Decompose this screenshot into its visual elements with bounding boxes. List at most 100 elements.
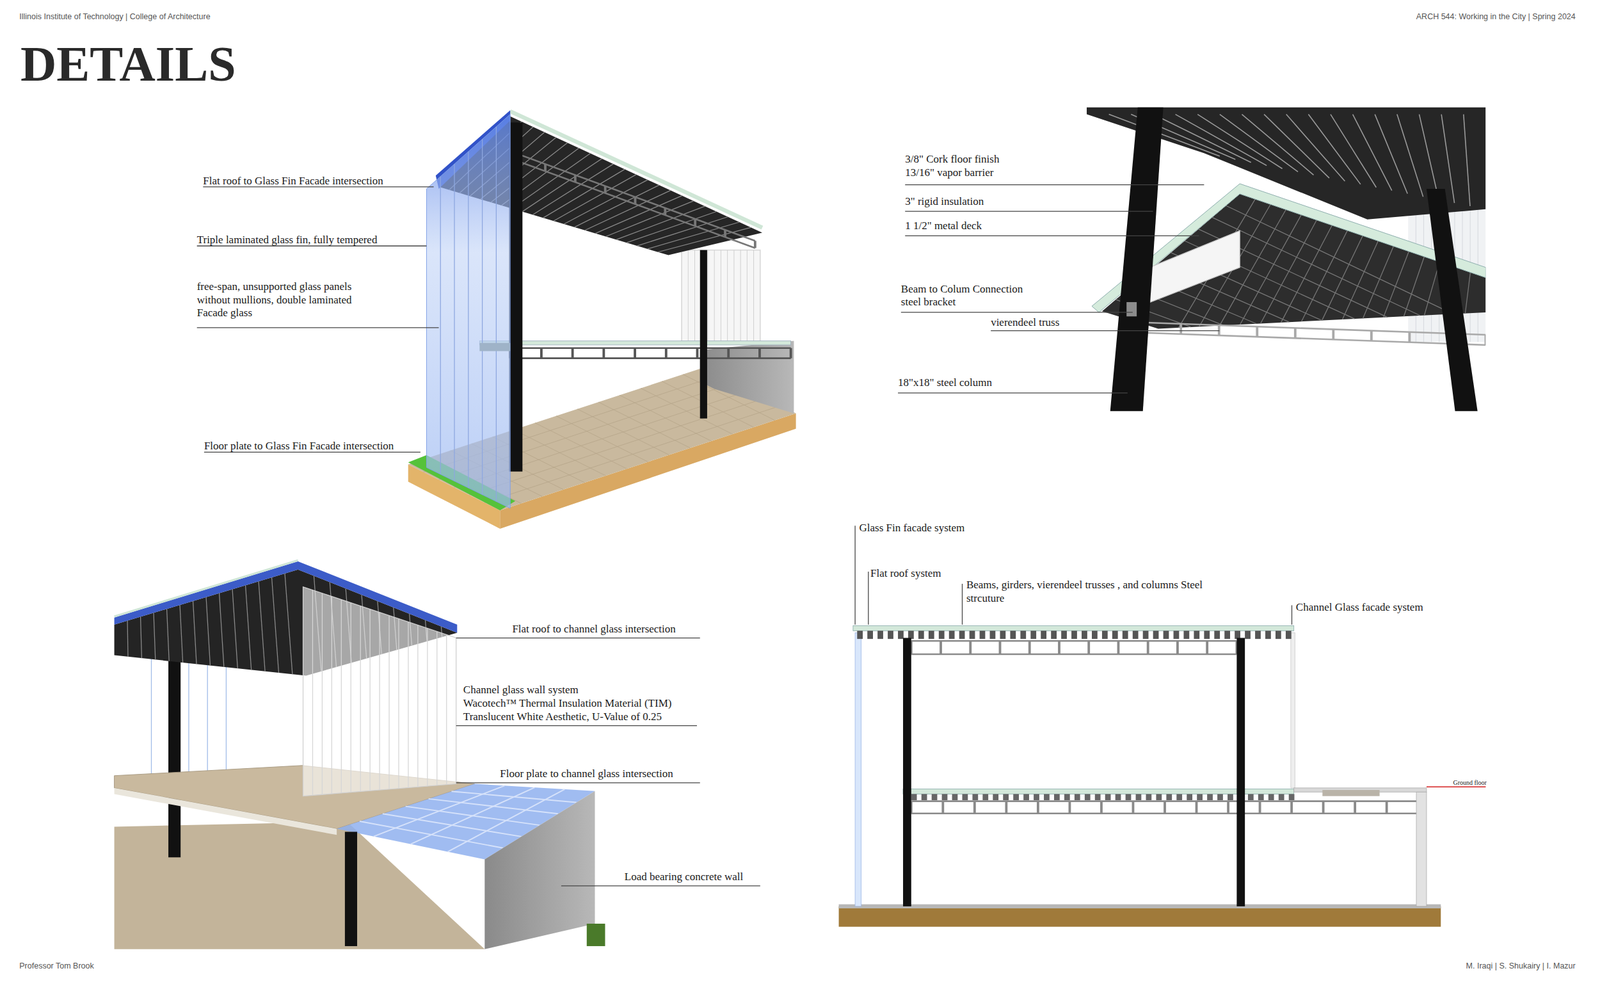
callout-label: Beams, girders, vierendeel trusses , and… <box>966 578 1216 605</box>
leader-line <box>904 235 1199 237</box>
roof-ribs-part <box>245 584 252 670</box>
roof-deck-part <box>949 630 955 639</box>
connection-detail <box>1086 106 1486 411</box>
vierendeel-truss-part <box>999 640 1002 655</box>
channel-glass <box>681 250 761 342</box>
channel-glass-lines-part <box>312 590 313 796</box>
roof-deck-part <box>1143 630 1149 639</box>
roof-ribs-part <box>1352 114 1392 191</box>
vierendeel-truss-part <box>571 348 575 359</box>
callout-label: Ground floor <box>1452 778 1487 787</box>
roof-ribs-part <box>1397 114 1424 198</box>
roof-deck-part <box>1214 630 1220 639</box>
floor-deck-part <box>992 793 999 800</box>
roof-truss-part <box>544 163 547 171</box>
roof-deck-part <box>1193 630 1200 639</box>
deck-ribs-part <box>1322 235 1364 320</box>
callout-label: Channel Glass facade system <box>1296 600 1424 615</box>
floor-deck-part <box>1054 793 1060 800</box>
roof-ribs-part <box>179 604 184 663</box>
vierendeel-truss-part <box>1370 330 1373 342</box>
channel-glass-lines-part <box>398 618 399 789</box>
vierendeel-truss-part <box>1294 327 1297 338</box>
channel-glass-axonometric <box>114 560 606 949</box>
vierendeel-truss <box>508 348 792 359</box>
callout-label: 1 1/2" metal deck <box>904 219 982 233</box>
roof-ribs-part <box>563 179 648 224</box>
roof-truss-part <box>604 186 607 194</box>
vierendeel-truss-part <box>602 348 605 359</box>
vierendeel-truss-part <box>664 348 668 359</box>
roof-ribs-part <box>1219 114 1298 173</box>
leader-line <box>904 184 1204 185</box>
glass-fin-lines-part <box>225 652 227 776</box>
channel-glass-lines-part <box>746 250 748 342</box>
roof-ribs-part <box>126 620 128 657</box>
roof-deck-part <box>1071 630 1078 639</box>
vierendeel-truss <box>910 801 1420 814</box>
leader-line <box>897 392 1128 393</box>
callout-label: Channel glass wall system <box>463 683 579 697</box>
floor-tiles-part <box>484 405 781 503</box>
leader-line <box>456 725 697 726</box>
sheet-note: ARCH 544: Working in the City | Spring 2… <box>1416 12 1576 23</box>
floor-deck-part <box>1278 793 1285 800</box>
roof-deck-part <box>1020 630 1026 639</box>
channel-glass-lines-part <box>350 602 352 793</box>
leader-line <box>867 571 869 625</box>
detail-ground <box>1086 106 1486 411</box>
vierendeel-truss-part <box>1163 801 1167 814</box>
floor-deck-part <box>1258 793 1264 800</box>
floor-deck-part <box>1105 793 1112 800</box>
glass-fin-lines-part <box>188 652 189 776</box>
glass-fins-part <box>453 163 455 481</box>
channel-glass-lines-part <box>446 634 447 785</box>
roof-deck-part <box>897 630 904 639</box>
glass-fins-part <box>481 138 483 495</box>
steel-column <box>903 638 912 907</box>
roof-ribs-part <box>1153 114 1252 163</box>
floor-slab <box>903 788 1295 794</box>
callout-label: Flat roof to Glass Fin Facade intersecti… <box>202 174 383 189</box>
steel-column <box>700 250 708 419</box>
roof-ribs-part <box>574 184 660 228</box>
channel-glass-facade <box>1290 632 1295 788</box>
floor-deck-part <box>1227 793 1234 800</box>
leader-line <box>901 311 1133 313</box>
floor-deck-part <box>982 793 989 800</box>
channel-glass-wall <box>303 586 457 797</box>
roof-deck <box>856 630 1291 639</box>
floor-deck-part <box>1074 793 1081 800</box>
roof-deck-part <box>1132 630 1139 639</box>
vierendeel-truss-part <box>941 801 944 814</box>
floor-deck-part <box>1217 793 1224 800</box>
leader-line <box>1291 604 1293 624</box>
roof-truss-part <box>515 160 756 248</box>
roof-ribs-part <box>193 600 197 664</box>
vierendeel-truss <box>1141 322 1487 345</box>
floor-deck-part <box>1115 793 1122 800</box>
roof-truss-part <box>723 229 727 237</box>
deck-ribs-part <box>1464 272 1471 314</box>
roof-deck-part <box>969 630 976 639</box>
roof-edge <box>114 560 299 617</box>
roof-ribs-part <box>657 227 751 252</box>
steel-column <box>1426 188 1478 412</box>
steel-column <box>168 652 181 857</box>
callout-label: 13/16" vapor barrier <box>904 166 994 180</box>
roof-ribs-part <box>1419 114 1440 201</box>
roof-ribs-part <box>206 597 210 666</box>
roof-deck-part <box>1173 630 1180 639</box>
vierendeel-truss-part <box>510 346 791 349</box>
floor-deck-part <box>921 793 928 800</box>
roof-deck-part <box>1224 630 1231 639</box>
floor-deck-part <box>1125 793 1132 800</box>
floor-deck-part <box>1145 793 1152 800</box>
roof-deck-part <box>1244 630 1251 639</box>
deck-ribs-part <box>1383 251 1409 318</box>
vierendeel-truss-part <box>1258 801 1262 814</box>
roof-ribs-part <box>543 168 626 218</box>
channel-glass-lines <box>688 250 754 342</box>
floor-deck-part <box>1084 793 1091 800</box>
